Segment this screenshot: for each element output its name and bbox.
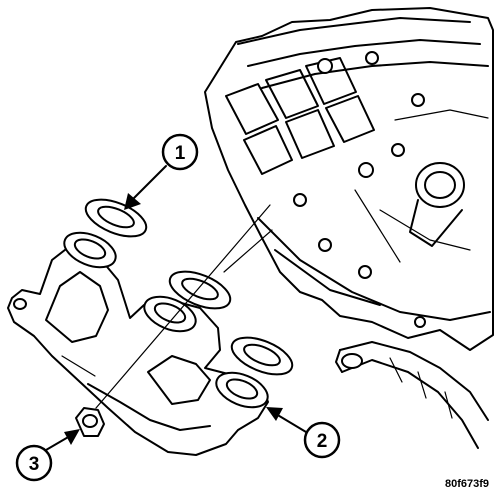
callout-2: 2 bbox=[266, 407, 341, 459]
callout-1: 1 bbox=[124, 133, 199, 210]
figure-id: 80f673f9 bbox=[445, 478, 489, 490]
manifold-port-lower bbox=[215, 371, 269, 409]
nut bbox=[75, 407, 105, 437]
stud-alignment-lines bbox=[95, 204, 273, 409]
callout-3-label: 3 bbox=[29, 454, 40, 475]
manifold-port-upper bbox=[63, 231, 117, 269]
callout-2-arrowhead bbox=[266, 407, 283, 421]
engine-cylinder-head bbox=[204, 7, 494, 449]
callout-1-arrowhead bbox=[124, 193, 141, 210]
gasket-lower bbox=[230, 336, 294, 376]
callout-2-label: 2 bbox=[317, 431, 328, 452]
gasket-upper bbox=[84, 198, 148, 238]
callout-3: 3 bbox=[15, 429, 80, 482]
exhaust-manifold bbox=[7, 245, 269, 456]
callout-3-arrowhead bbox=[64, 429, 80, 445]
callout-1-label: 1 bbox=[175, 143, 186, 164]
gasket-middle bbox=[168, 270, 232, 310]
